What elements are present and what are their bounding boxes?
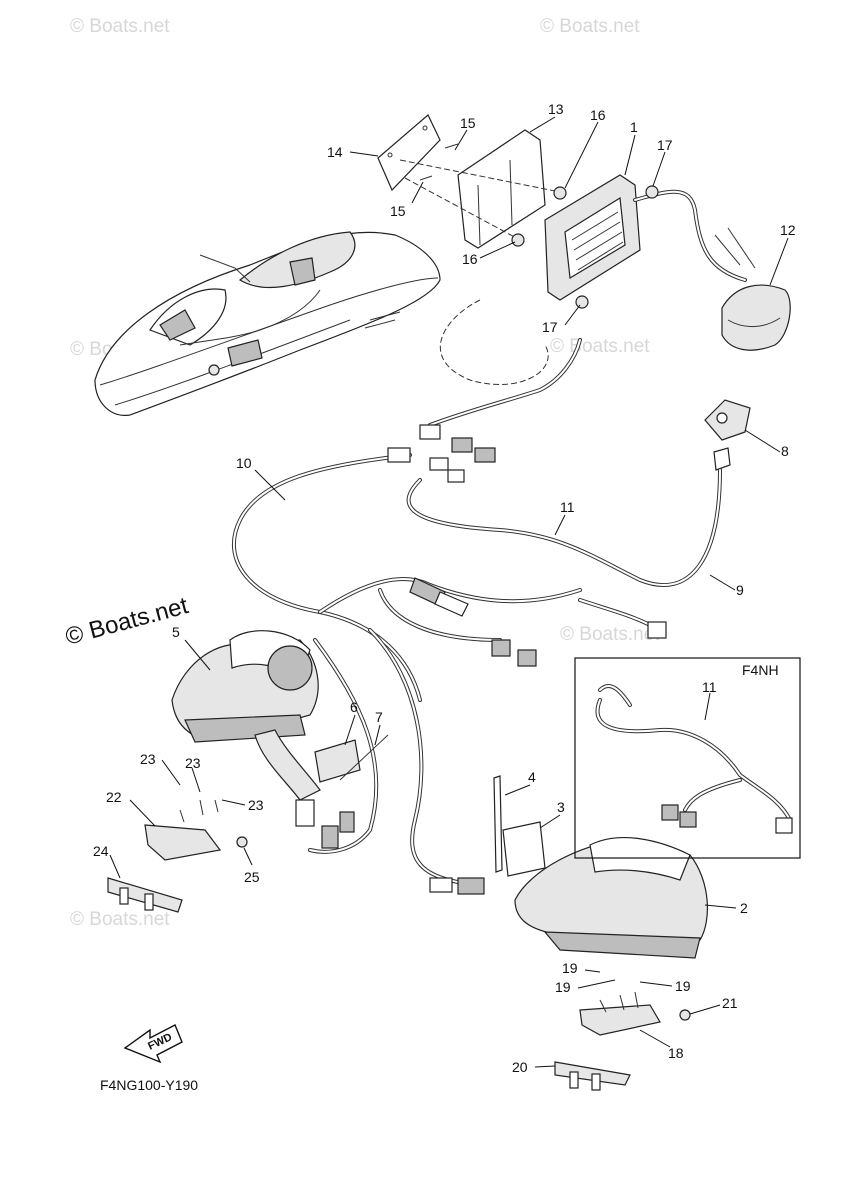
callout-10: 10 — [236, 455, 252, 471]
callout-23-left: 23 — [140, 751, 156, 767]
callout-19-right: 19 — [675, 978, 691, 994]
watermark-faded: © Boats.net — [550, 336, 650, 357]
part-16-bolt — [511, 186, 567, 247]
callout-11: 11 — [560, 499, 575, 515]
part-20-base — [554, 1061, 631, 1091]
callout-20: 20 — [512, 1059, 528, 1075]
part-1-control-unit — [544, 174, 747, 309]
part-12-cover — [714, 227, 791, 351]
harness-to-display — [308, 628, 485, 895]
watermark-faded: © Boats.net — [560, 624, 660, 645]
callout-19-left: 19 — [555, 979, 571, 995]
callout-19-top: 19 — [562, 960, 578, 976]
part-11-wire-harness — [318, 468, 722, 667]
diagram-code: F4NG100-Y190 — [100, 1077, 198, 1093]
watermark-layer: © Boats.net © Boats.net © Boats.net © Bo… — [63, 16, 661, 930]
part-18-bracket — [579, 991, 691, 1036]
variant-box-label: F4NH — [742, 662, 779, 678]
callout-17: 17 — [657, 137, 673, 153]
callout-11-variant: 11 — [702, 679, 717, 695]
part-2-meter — [514, 836, 709, 959]
callout-12: 12 — [780, 222, 796, 238]
leader-lines — [109, 116, 789, 1068]
callout-5: 5 — [172, 624, 180, 640]
callout-25: 25 — [244, 869, 260, 885]
part-14-plate — [377, 114, 441, 192]
part-10-wire-harness — [232, 299, 582, 702]
part-22-bracket — [144, 799, 248, 861]
part-8-switch — [704, 399, 751, 471]
callout-17-lower: 17 — [542, 319, 558, 335]
callout-23-middle: 23 — [185, 755, 201, 771]
watercraft-illustration — [94, 231, 441, 416]
callout-22: 22 — [106, 789, 122, 805]
part-4-strip — [493, 775, 503, 873]
part-5-meter — [171, 630, 355, 849]
callout-23-right: 23 — [248, 797, 264, 813]
callout-13: 13 — [548, 101, 564, 117]
variant-box-f4nh: F4NH — [574, 657, 801, 859]
part-15-screws — [399, 143, 561, 241]
fwd-arrow-icon: FWD — [123, 1024, 183, 1064]
callout-4: 4 — [528, 769, 536, 785]
callout-24: 24 — [93, 843, 109, 859]
callout-16: 16 — [590, 107, 606, 123]
watermark-faded: © Boats.net — [70, 909, 170, 930]
callout-16-lower: 16 — [462, 251, 478, 267]
callout-14: 14 — [327, 144, 343, 160]
callout-2: 2 — [740, 900, 748, 916]
part-3-label — [502, 821, 546, 877]
callout-3: 3 — [557, 799, 565, 815]
watermark-faded: © Boats.net — [70, 16, 170, 37]
watermark-faded: © Boats.net — [540, 16, 640, 37]
watermark-main: © Boats.net — [63, 592, 192, 651]
callout-15-lower: 15 — [390, 203, 406, 219]
callout-1: 1 — [630, 119, 638, 135]
callout-9: 9 — [736, 582, 744, 598]
callout-18: 18 — [668, 1045, 684, 1061]
callout-7: 7 — [375, 709, 383, 725]
callout-8: 8 — [781, 443, 789, 459]
part-6-label — [314, 739, 361, 783]
callout-6: 6 — [350, 699, 358, 715]
part-24-base — [107, 877, 183, 913]
callout-21: 21 — [722, 995, 738, 1011]
callout-15: 15 — [460, 115, 476, 131]
part-7-strip — [339, 734, 389, 781]
callouts: 1 2 3 4 5 6 7 8 9 10 11 11 12 13 14 15 1… — [93, 101, 796, 1075]
